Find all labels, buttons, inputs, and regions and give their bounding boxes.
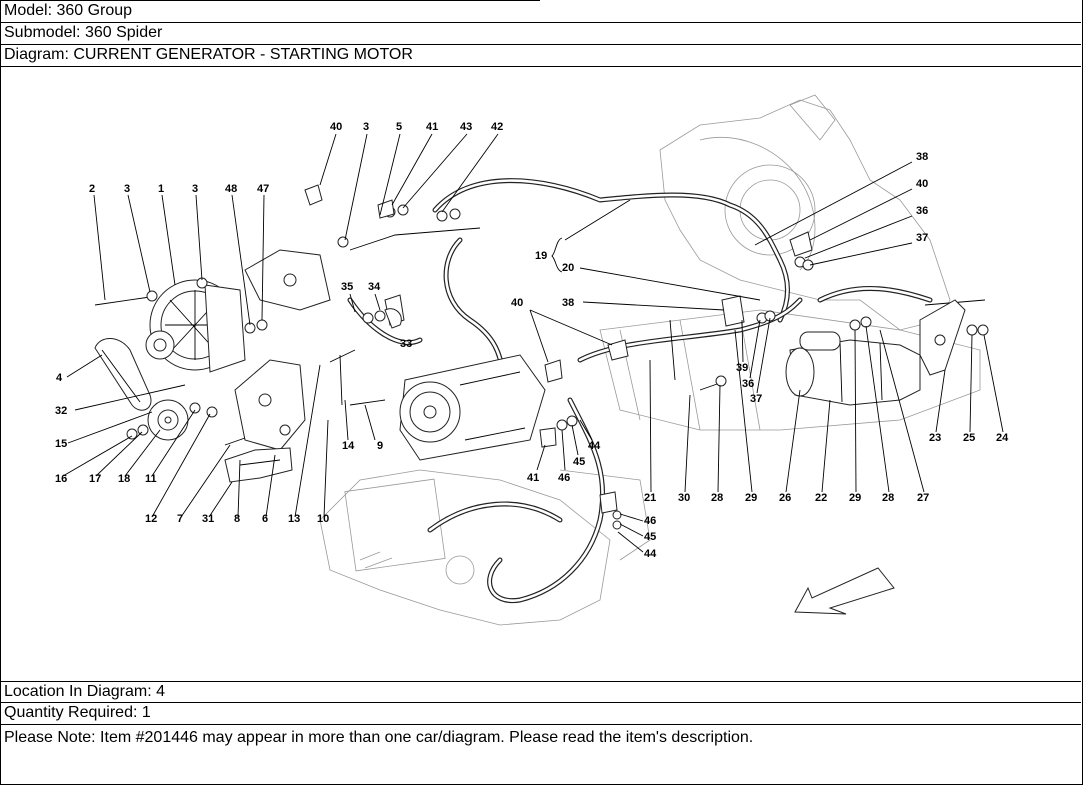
callout-47: 47: [257, 183, 269, 195]
callout-32: 32: [55, 405, 67, 417]
nuts-washers: [126, 204, 989, 530]
callout-28: 28: [711, 492, 723, 504]
cable-clamps: [304, 184, 813, 514]
drive-belt: [94, 338, 152, 411]
callout-19: 19: [535, 250, 547, 262]
brace-19-20: [551, 237, 563, 273]
callout-36: 36: [742, 378, 754, 390]
top-rule: [0, 0, 540, 1]
callout-38: 38: [916, 151, 928, 163]
callout-2: 2: [89, 183, 95, 195]
parts-diagram-svg: 40 3 5 41 43 42 38 40 36 37 2 3 1 3 48 4…: [55, 94, 1009, 626]
model-row: Model: 360 Group: [0, 1, 1081, 23]
tensioner-pulley: [147, 399, 189, 441]
callout-31: 31: [202, 513, 214, 525]
callout-1: 1: [158, 183, 164, 195]
callout-25: 25: [963, 432, 975, 444]
callout-29: 29: [849, 492, 861, 504]
callout-7: 7: [177, 513, 183, 525]
callout-33: 33: [400, 338, 412, 350]
callout-42: 42: [491, 121, 503, 133]
callout-40: 40: [916, 178, 928, 190]
submodel-row: Submodel: 360 Spider: [0, 23, 1081, 45]
callout-41: 41: [426, 121, 438, 133]
callout-48: 48: [225, 183, 237, 195]
note-row: Please Note: Item #201446 may appear in …: [4, 729, 754, 746]
callout-6: 6: [262, 513, 268, 525]
callout-37: 37: [750, 393, 762, 405]
callout-39: 39: [736, 362, 748, 374]
callout-8: 8: [234, 513, 240, 525]
ground-cable: [427, 286, 933, 604]
callout-14: 14: [342, 440, 355, 452]
battery-bay-outline: [319, 469, 651, 626]
callout-12: 12: [145, 513, 157, 525]
callout-24: 24: [996, 432, 1009, 444]
location-row: Location In Diagram: 4: [0, 681, 1081, 703]
starter-bracket: [919, 299, 966, 376]
callout-34: 34: [368, 281, 381, 293]
ac-compressor: [399, 354, 546, 461]
callout-22: 22: [815, 492, 827, 504]
callout-15: 15: [55, 438, 67, 450]
callout-17: 17: [89, 473, 101, 485]
callout-41: 41: [527, 472, 539, 484]
callout-43: 43: [460, 121, 472, 133]
callout-16: 16: [55, 473, 67, 485]
battery-cable: [347, 178, 790, 383]
callout-23: 23: [929, 432, 941, 444]
callout-28: 28: [882, 492, 894, 504]
callout-labels: 40 3 5 41 43 42 38 40 36 37 2 3 1 3 48 4…: [55, 121, 1009, 560]
callout-46: 46: [558, 472, 570, 484]
callout-30: 30: [678, 492, 690, 504]
alternator-bracket: [234, 249, 331, 451]
callout-18: 18: [118, 473, 130, 485]
callout-3: 3: [124, 183, 130, 195]
diagram-title-row: Diagram: CURRENT GENERATOR - STARTING MO…: [0, 45, 1081, 67]
callout-26: 26: [779, 492, 791, 504]
lower-bracket: [224, 447, 293, 483]
quantity-row: Quantity Required: 1: [0, 703, 1081, 725]
callout-46: 46: [644, 515, 656, 527]
callout-9: 9: [377, 440, 383, 452]
callout-38: 38: [562, 297, 574, 309]
callout-37: 37: [916, 232, 928, 244]
alternator: [145, 279, 246, 373]
callout-20: 20: [562, 262, 574, 274]
clip-33: [384, 308, 402, 329]
callout-35: 35: [341, 281, 353, 293]
callout-27: 27: [917, 492, 929, 504]
callout-3: 3: [192, 183, 198, 195]
callout-44: 44: [644, 548, 657, 560]
callout-44: 44: [588, 440, 601, 452]
callout-45: 45: [644, 531, 656, 543]
parts-diagram: 40 3 5 41 43 42 38 40 36 37 2 3 1 3 48 4…: [0, 67, 1081, 681]
starter-motor: [785, 331, 921, 406]
callout-10: 10: [317, 513, 329, 525]
callout-45: 45: [573, 456, 585, 468]
direction-arrow: [794, 567, 895, 615]
callout-21: 21: [644, 492, 656, 504]
leader-lines: [62, 133, 1004, 553]
callout-29: 29: [745, 492, 757, 504]
callout-36: 36: [916, 205, 928, 217]
callout-13: 13: [288, 513, 300, 525]
callout-4: 4: [56, 372, 63, 384]
callout-3: 3: [363, 121, 369, 133]
callout-40: 40: [511, 297, 523, 309]
callout-11: 11: [145, 473, 157, 485]
callout-40: 40: [330, 121, 342, 133]
callout-5: 5: [396, 121, 402, 133]
